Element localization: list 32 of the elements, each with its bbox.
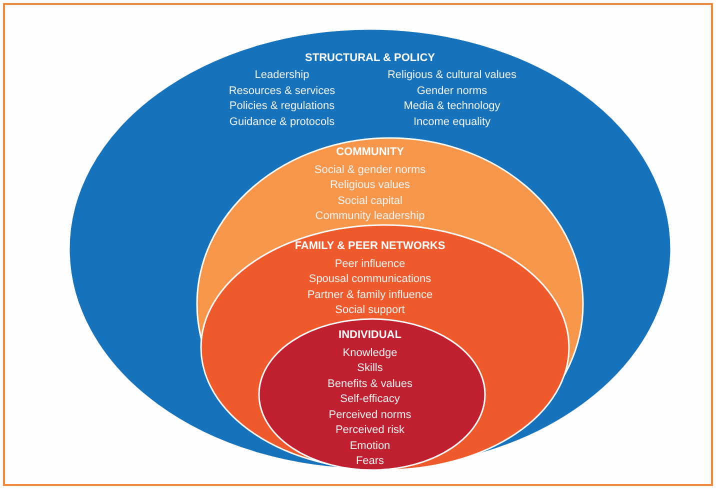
level-heading: FAMILY & PEER NETWORKS — [294, 240, 446, 253]
level-ellipse — [68, 28, 672, 470]
factor-text: Self-efficacy — [340, 393, 400, 406]
factor-text: Peer influence — [334, 258, 406, 270]
factor-text: Emotion — [350, 440, 390, 452]
factor-text: Policies & regulations — [229, 100, 335, 113]
factor-text: Knowledge — [342, 346, 398, 360]
factor-text: Perceived risk — [335, 424, 405, 437]
factor-text: Partner & family influence — [307, 288, 433, 302]
factor-text: Gender norms — [416, 84, 488, 98]
factor-text: Perceived norms — [328, 408, 412, 422]
level-ellipse — [200, 224, 570, 471]
factor-text: Social & gender norms — [314, 164, 426, 176]
factor-text: Fears — [356, 455, 384, 468]
factor-text: Leadership — [254, 69, 310, 82]
factor-text: Spousal communications — [308, 273, 432, 286]
factor-text: Income equality — [413, 116, 491, 128]
factor-text: Social support — [335, 304, 405, 317]
factor-text: Skills — [357, 362, 383, 375]
factor-text: Resources & services — [228, 84, 336, 98]
level-ellipse — [258, 318, 486, 471]
level-heading: COMMUNITY — [336, 146, 404, 159]
factor-text: Media & technology — [404, 100, 500, 113]
factor-text: Guidance & protocols — [229, 116, 335, 128]
factor-text: Benefits & values — [328, 378, 412, 390]
level-ellipse — [196, 137, 584, 471]
factor-text: Religious values — [330, 179, 410, 192]
factor-text: Religious & cultural values — [388, 69, 516, 82]
factor-text: Social capital — [338, 194, 402, 208]
level-heading: STRUCTURAL & POLICY — [305, 52, 435, 65]
level-heading: INDIVIDUAL — [338, 329, 402, 342]
factor-text: Community leadership — [315, 210, 425, 223]
